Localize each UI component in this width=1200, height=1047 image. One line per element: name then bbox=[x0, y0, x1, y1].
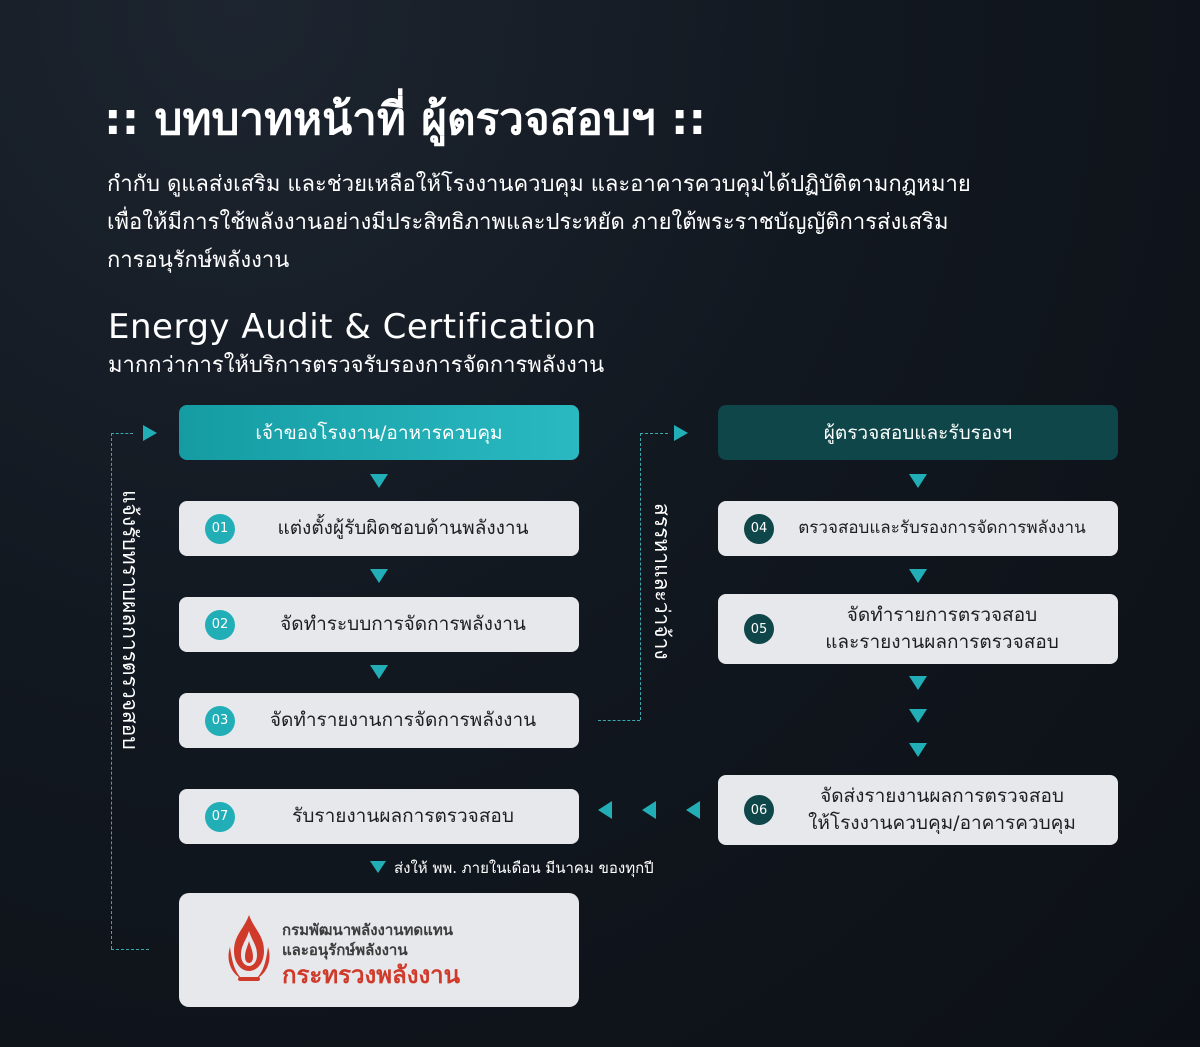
page-title: :: บทบาทหน้าที่ ผู้ตรวจสอบฯ :: bbox=[104, 94, 707, 145]
step-01: 01 แต่งตั้งผู้รับผิดชอบด้านพลังงาน bbox=[179, 501, 579, 556]
step-label: จัดทำรายงานการจัดการพลังงาน bbox=[249, 707, 557, 734]
arrow-down-icon bbox=[909, 474, 927, 488]
arrow-down-icon bbox=[909, 676, 927, 690]
left-connector-line bbox=[111, 433, 112, 949]
step-label-line: รับรายงานผลการตรวจสอบ bbox=[292, 805, 514, 827]
middle-connector-top bbox=[640, 433, 668, 434]
step-number: 04 bbox=[744, 513, 774, 544]
step-label: ตรวจสอบและรับรองการจัดการพลังงาน bbox=[788, 515, 1096, 542]
logo-line-3: กระทรวงพลังงาน bbox=[282, 961, 461, 989]
flame-emblem-icon bbox=[224, 913, 274, 985]
arrow-down-icon bbox=[909, 709, 927, 723]
arrow-down-icon bbox=[370, 861, 386, 873]
step-label: จัดทำระบบการจัดการพลังงาน bbox=[249, 611, 557, 638]
step-04: 04 ตรวจสอบและรับรองการจัดการพลังงาน bbox=[718, 501, 1118, 556]
section-subtitle: มากกว่าการให้บริการตรวจรับรองการจัดการพล… bbox=[108, 353, 605, 378]
arrow-down-icon bbox=[370, 665, 388, 679]
step-label-line: ให้โรงงานควบคุม/อาคารควบคุม bbox=[808, 812, 1076, 834]
arrow-left-icon bbox=[598, 801, 612, 819]
description: กำกับ ดูแลส่งเสริม และช่วยเหลือให้โรงงาน… bbox=[107, 166, 1117, 280]
step-05: 05 จัดทำรายการตรวจสอบ และรายงานผลการตรวจ… bbox=[718, 594, 1118, 664]
step-label: รับรายงานผลการตรวจสอบ bbox=[249, 803, 557, 830]
logo-line-1: กรมพัฒนาพลังงานทดแทน bbox=[282, 921, 453, 939]
step-label-line: จัดทำรายงานการจัดการพลังงาน bbox=[269, 709, 537, 731]
middle-connector-line bbox=[640, 433, 641, 720]
step-label: แต่งตั้งผู้รับผิดชอบด้านพลังงาน bbox=[249, 515, 557, 542]
arrow-down-icon bbox=[370, 474, 388, 488]
submit-note: ส่งให้ พพ. ภายในเดือน มีนาคม ของทุกปี bbox=[394, 859, 654, 877]
step-label-line: จัดส่งรายงานผลการตรวจสอบ bbox=[820, 785, 1064, 807]
arrow-left-icon bbox=[642, 801, 656, 819]
step-label-line: จัดทำระบบการจัดการพลังงาน bbox=[280, 613, 526, 635]
step-06: 06 จัดส่งรายงานผลการตรวจสอบ ให้โรงงานควบ… bbox=[718, 775, 1118, 845]
auditor-header: ผู้ตรวจสอบและรับรองฯ bbox=[718, 405, 1118, 460]
logo-line-2: และอนุรักษ์พลังงาน bbox=[282, 941, 408, 959]
arrow-down-icon bbox=[909, 743, 927, 757]
arrow-left-icon bbox=[686, 801, 700, 819]
step-label: จัดส่งรายงานผลการตรวจสอบ ให้โรงงานควบคุม… bbox=[788, 783, 1096, 837]
step-label-line: แต่งตั้งผู้รับผิดชอบด้านพลังงาน bbox=[277, 517, 529, 539]
arrow-right-icon bbox=[674, 425, 688, 441]
step-number: 06 bbox=[744, 795, 774, 825]
middle-connector-bottom bbox=[598, 720, 640, 721]
step-label: จัดทำรายการตรวจสอบ และรายงานผลการตรวจสอบ bbox=[788, 602, 1096, 656]
arrow-right-icon bbox=[143, 425, 157, 441]
step-label-line: ตรวจสอบและรับรองการจัดการพลังงาน bbox=[798, 518, 1086, 538]
step-label-line: และรายงานผลการตรวจสอบ bbox=[825, 631, 1059, 653]
section-title: Energy Audit & Certification bbox=[108, 307, 597, 347]
step-03: 03 จัดทำรายงานการจัดการพลังงาน bbox=[179, 693, 579, 748]
left-side-label: แจ้งรับทราบผลการตรวจสอบ bbox=[118, 490, 142, 750]
arrow-down-icon bbox=[370, 569, 388, 583]
description-line: เพื่อให้มีการใช้พลังงานอย่างมีประสิทธิภา… bbox=[107, 210, 949, 235]
dede-logo-text: กรมพัฒนาพลังงานทดแทน และอนุรักษ์พลังงาน … bbox=[282, 920, 572, 990]
arrow-down-icon bbox=[909, 569, 927, 583]
step-number: 07 bbox=[205, 801, 235, 832]
description-line: กำกับ ดูแลส่งเสริม และช่วยเหลือให้โรงงาน… bbox=[107, 172, 971, 197]
step-07: 07 รับรายงานผลการตรวจสอบ bbox=[179, 789, 579, 844]
step-number: 02 bbox=[205, 609, 235, 640]
step-02: 02 จัดทำระบบการจัดการพลังงาน bbox=[179, 597, 579, 652]
step-number: 05 bbox=[744, 614, 774, 644]
step-number: 03 bbox=[205, 705, 235, 736]
owner-header: เจ้าของโรงงาน/อาหารควบคุม bbox=[179, 405, 579, 460]
step-number: 01 bbox=[205, 513, 235, 544]
description-line: การอนุรักษ์พลังงาน bbox=[107, 248, 290, 273]
left-connector-top bbox=[111, 433, 133, 434]
left-connector-bottom bbox=[111, 949, 149, 950]
step-label-line: จัดทำรายการตรวจสอบ bbox=[846, 604, 1038, 626]
middle-side-label: สรรหาและว่าจ้าง bbox=[650, 503, 674, 660]
